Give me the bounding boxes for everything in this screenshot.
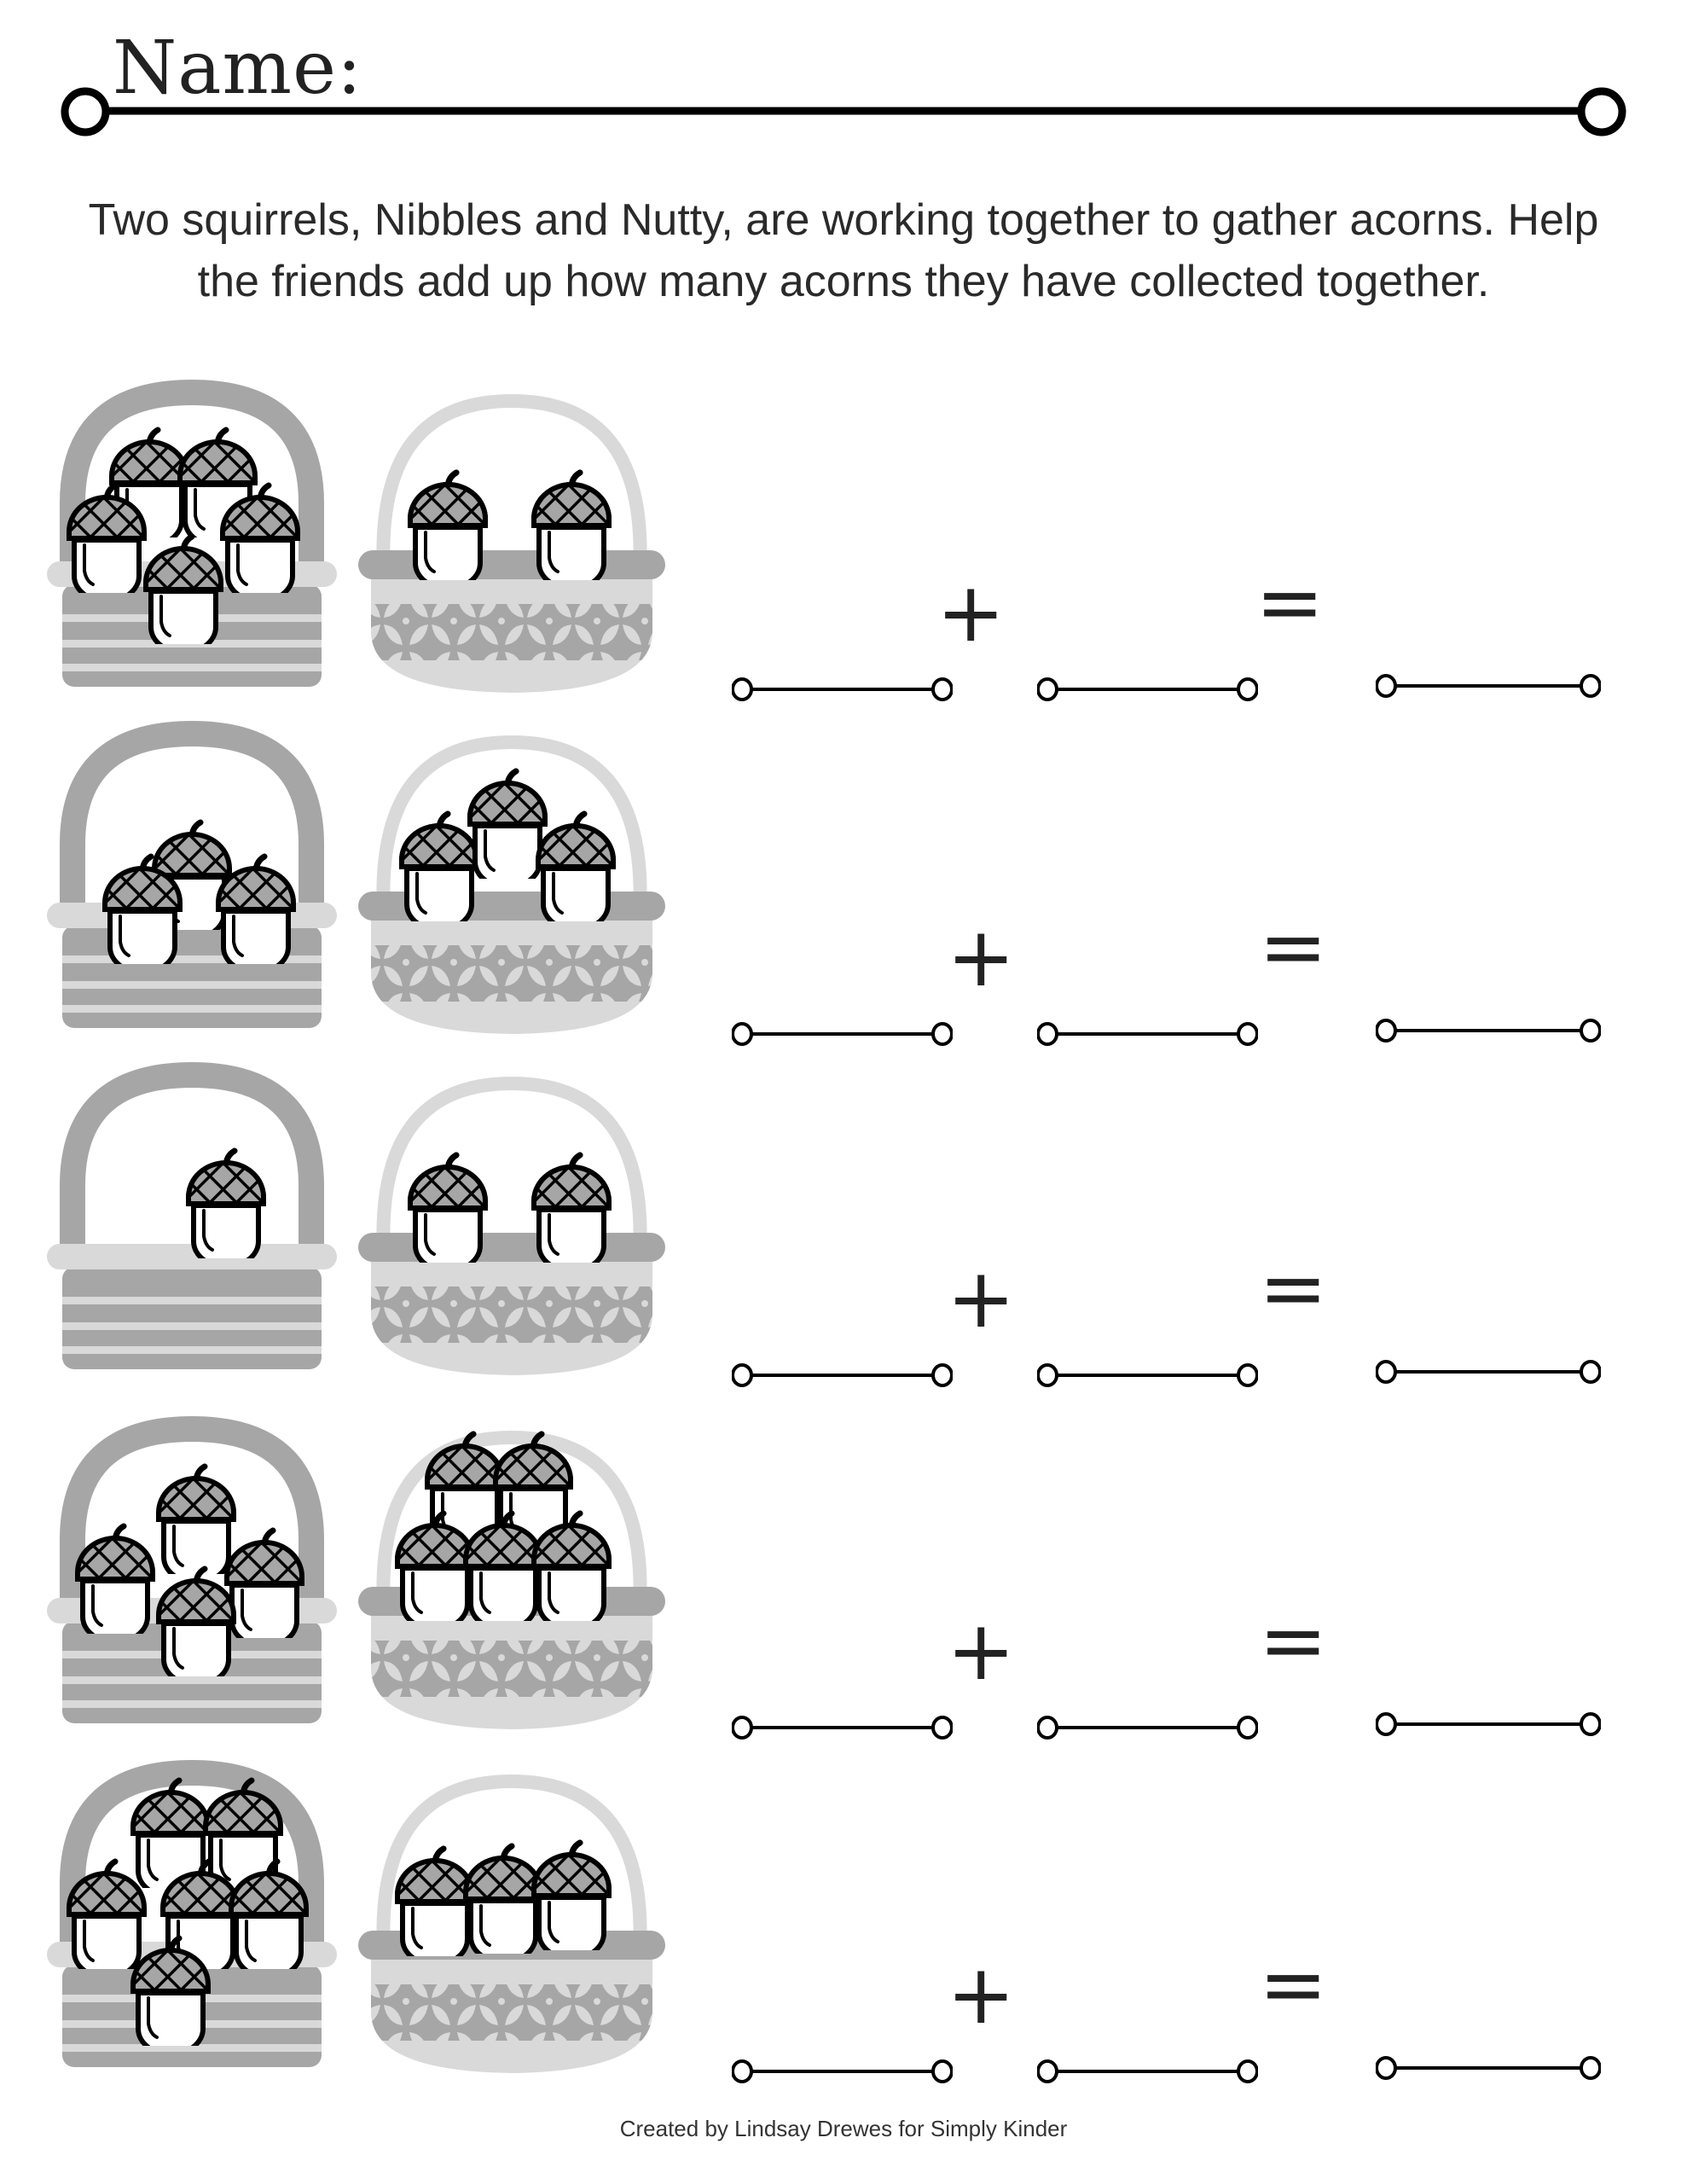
equals-sign: =: [1259, 1593, 1328, 1688]
name-line-left-endpoint: [61, 87, 110, 136]
acorn-icon: [188, 1151, 264, 1267]
equals-sign: =: [1259, 1240, 1328, 1336]
plus-sign: +: [936, 565, 1006, 660]
plus-sign: +: [947, 1603, 1016, 1699]
equals-sign: =: [1259, 1937, 1328, 2032]
plus-sign: +: [947, 1947, 1016, 2042]
nutty-basket: [358, 1076, 665, 1375]
equals-sign: =: [1259, 899, 1328, 995]
first-addend-blank[interactable]: [732, 1711, 953, 1745]
nutty-basket: [358, 393, 665, 693]
second-addend-blank[interactable]: [1037, 1711, 1258, 1745]
equals-sign: =: [1255, 555, 1325, 650]
sum-blank[interactable]: [1376, 1014, 1601, 1048]
nutty-basket: [358, 735, 665, 1034]
problem-row: + =: [0, 1058, 1687, 1399]
instructions-line-2: the friends add up how many acorns they …: [197, 257, 1490, 306]
first-addend-blank[interactable]: [732, 1017, 953, 1051]
acorn-icon: [146, 537, 221, 653]
nibbles-basket: [47, 720, 337, 1028]
footer-credit: Created by Lindsay Drewes for Simply Kin…: [619, 2116, 1068, 2141]
sum-blank[interactable]: [1376, 2051, 1601, 2085]
name-line-right-endpoint: [1577, 87, 1626, 136]
acorn-icon: [159, 1467, 234, 1583]
instructions: Two squirrels, Nibbles and Nutty, are wo…: [34, 189, 1653, 312]
first-addend-blank[interactable]: [732, 672, 953, 706]
problem-row: + =: [0, 375, 1687, 717]
acorn-icon: [159, 1569, 234, 1685]
second-addend-blank[interactable]: [1037, 2054, 1258, 2088]
problem-row: + =: [0, 1756, 1687, 2097]
name-line[interactable]: [0, 0, 1687, 154]
nibbles-basket: [47, 1759, 337, 2067]
plus-sign: +: [947, 909, 1016, 1005]
first-addend-blank[interactable]: [732, 1358, 953, 1392]
sum-blank[interactable]: [1376, 1707, 1601, 1741]
second-addend-blank[interactable]: [1037, 1017, 1258, 1051]
instructions-line-1: Two squirrels, Nibbles and Nutty, are wo…: [88, 195, 1599, 245]
second-addend-blank[interactable]: [1037, 1358, 1258, 1392]
sum-blank[interactable]: [1376, 669, 1601, 703]
nibbles-basket: [47, 379, 337, 687]
acorn-icon: [227, 1531, 302, 1647]
nibbles-basket: [47, 1415, 337, 1723]
nutty-basket: [358, 1774, 665, 2073]
problem-row: + =: [0, 717, 1687, 1058]
sum-blank[interactable]: [1376, 1355, 1601, 1389]
first-addend-blank[interactable]: [732, 2054, 953, 2088]
nutty-basket: [358, 1430, 665, 1729]
problem-row: + =: [0, 1412, 1687, 1753]
plus-sign: +: [947, 1251, 1016, 1346]
second-addend-blank[interactable]: [1037, 672, 1258, 706]
nibbles-basket: [47, 1061, 337, 1369]
acorn-icon: [78, 1526, 153, 1642]
name-label: Name:: [113, 26, 362, 111]
